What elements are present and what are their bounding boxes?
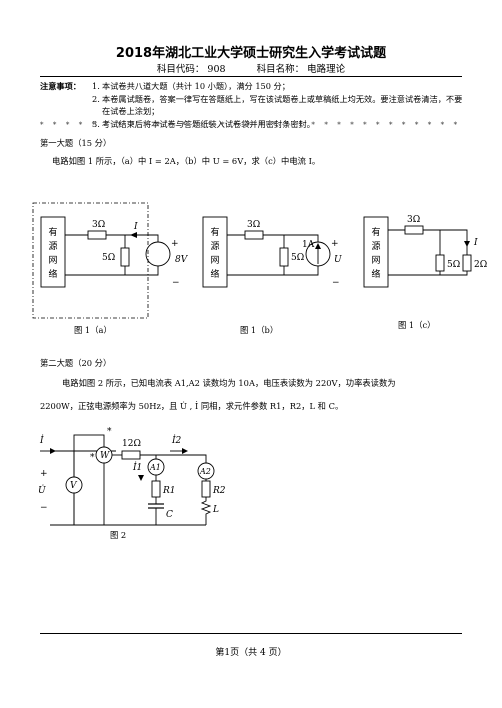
q2-text-line1: 电路如图 2 所示，已知电流表 A1,A2 读数均为 10A，电压表读数为 22… <box>62 378 396 388</box>
fig1c-r5-label: 5Ω <box>447 260 460 270</box>
q1-text: 电路如图 1 所示，（a）中 I = 2A，（b）中 U = 6V，求（c）中电… <box>52 156 321 166</box>
fig1a-r3-label: 3Ω <box>92 220 105 230</box>
fig1b-plus: + <box>331 239 339 249</box>
header-rule <box>40 76 462 77</box>
fig1a-voltage-source <box>145 241 171 267</box>
fig1b-net-char-3: 网 <box>210 255 219 266</box>
fig1a-8v-label: 8V <box>175 255 189 265</box>
fig2-i-label: İ <box>39 434 44 446</box>
fig1b-current-source <box>305 241 331 267</box>
fig1c-caption: 图 1（c） <box>398 320 435 330</box>
fig1b-resistor-5ohm <box>279 247 289 267</box>
fig2-star-2: * <box>90 453 95 463</box>
fig1b-net-char-2: 源 <box>210 241 219 252</box>
fig2-r12-label: 12Ω <box>122 439 141 449</box>
fig1c-resistor-5ohm <box>435 254 445 272</box>
subject-name: 科目名称： 电路理论 <box>256 64 346 75</box>
fig1c-net-char-2: 源 <box>371 241 380 252</box>
exam-notes: 注意事项： 1. 本试卷共八道大题（共计 10 小题），满分 150 分； 2.… <box>40 80 465 130</box>
fig2-w-label: W <box>100 451 110 461</box>
fig1b-network-box <box>202 216 228 288</box>
subject-code: 科目代码： 908 <box>156 64 226 75</box>
note-item-3: 3. 考试结束后将本试卷与答题纸装入试卷袋并用密封条密封。 <box>92 118 315 129</box>
fig1c-resistor-3ohm <box>404 225 424 235</box>
fig2-r2-label: R2 <box>212 486 226 496</box>
fig1b-caption: 图 1（b） <box>240 325 278 335</box>
note-item-1: 1. 本试卷共八道大题（共计 10 小题），满分 150 分； <box>92 81 290 91</box>
fig1b-r5-label: 5Ω <box>291 253 304 263</box>
fig2-c-label: C <box>166 510 173 520</box>
fig1a-resistor-3ohm <box>87 230 107 240</box>
fig1c-resistor-2ohm <box>462 254 472 272</box>
fig2-resistor-r2 <box>201 480 211 498</box>
fig2-star-1: * <box>107 427 112 437</box>
fig1a-net-char-1: 有 <box>48 226 57 238</box>
fig1a-net-char-2: 源 <box>48 241 57 252</box>
fig1b-net-char-1: 有 <box>210 226 219 238</box>
fig2-minus: − <box>40 503 48 513</box>
q2-heading: 第二大题（20 分） <box>40 358 112 368</box>
fig1c-net-char-1: 有 <box>371 226 380 238</box>
footer-rule <box>40 633 462 634</box>
fig2-v-label: V <box>70 481 78 491</box>
fig2-l-label: L <box>212 505 219 515</box>
notes-label: 注意事项： <box>40 81 81 91</box>
fig1a-minus: − <box>172 278 180 288</box>
fig1a-plus: + <box>171 239 179 249</box>
fig1a-i-label: I <box>133 222 138 232</box>
fig1b-minus: − <box>332 278 340 288</box>
page-number: 第1页（共 4 页） <box>215 648 287 658</box>
fig1b-u-label: U <box>334 255 342 265</box>
fig1c-net-char-3: 网 <box>371 255 380 266</box>
fig1b-resistor-3ohm <box>244 230 264 240</box>
figure-1-circuits: 有 源 网 络 3Ω I 5Ω + 8V − 有 源 网 络 3Ω 5Ω 1A … <box>32 202 487 335</box>
fig1c-i-label: I <box>473 238 478 248</box>
fig1a-r5-label: 5Ω <box>102 253 115 263</box>
fig1a-network-box <box>40 216 66 288</box>
fig2-u-label: U̇ <box>38 484 46 496</box>
fig2-a2-label: A2 <box>199 467 211 476</box>
fig2-i2-label: İ2 <box>171 434 182 446</box>
fig2-inductor-l <box>200 497 212 525</box>
fig1a-net-char-4: 络 <box>48 268 57 280</box>
q1-heading: 第一大题（15 分） <box>40 138 112 148</box>
fig1c-current-arrow <box>464 241 470 247</box>
fig2-plus: + <box>40 469 48 479</box>
fig1c-r3-label: 3Ω <box>407 215 420 225</box>
fig2-a1-label: A1 <box>149 463 161 472</box>
fig2-r1-label: R1 <box>162 486 176 496</box>
subject-line: 科目代码： 908 科目名称： 电路理论 <box>0 61 502 75</box>
exam-title: 2018年湖北工业大学硕士研究生入学考试试题 <box>115 46 387 61</box>
figure-2-circuit: İ + U̇ − * * W V 12Ω İ2 A1 İ1 R1 C A2 R2… <box>38 427 226 540</box>
fig1a-net-char-3: 网 <box>48 255 57 266</box>
fig2-resistor-r1 <box>151 480 161 498</box>
fig2-i1-label: İ1 <box>132 461 142 473</box>
fig1a-current-arrow <box>130 232 137 238</box>
fig1c-net-char-4: 络 <box>371 268 380 280</box>
separator-stars: * * * * * * * * * * * * * * * * * * * * … <box>40 121 462 129</box>
fig2-resistor-12ohm <box>121 450 141 460</box>
fig1b-1a-label: 1A <box>302 240 315 250</box>
note-item-2: 2. 本卷属试题卷，答案一律写在答题纸上，写在该试题卷上或草稿纸上均无效。要注意… <box>92 93 463 117</box>
fig1a-caption: 图 1（a） <box>74 325 112 335</box>
fig1c-network-box <box>363 216 389 288</box>
fig1a-resistor-5ohm <box>120 247 130 267</box>
fig1b-r3-label: 3Ω <box>247 220 260 230</box>
fig2-caption: 图 2 <box>110 530 126 540</box>
q2-text-line2: 2200W，正弦电源频率为 50Hz，且 U̇ , İ 同相，求元件参数 R1，… <box>40 401 344 411</box>
fig1c-r2-label: 2Ω <box>474 260 487 270</box>
fig1b-net-char-4: 络 <box>210 268 219 280</box>
